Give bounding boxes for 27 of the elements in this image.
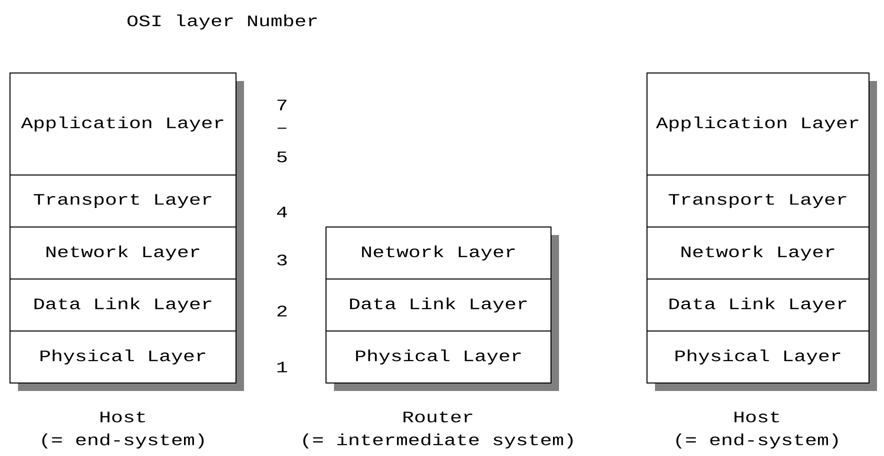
layer-number: 2	[277, 306, 287, 316]
layer-box: Data Link Layer	[326, 278, 552, 332]
stack-caption: (= intermediate system)	[303, 434, 573, 448]
layer-box: Network Layer	[646, 226, 870, 280]
layer-box: Transport Layer	[10, 174, 236, 228]
stack-caption: Host	[734, 412, 779, 422]
layer-number: 5	[277, 152, 287, 162]
layer-box: Data Link Layer	[10, 278, 236, 332]
layer-number: 1	[277, 362, 288, 372]
layer-number: 3	[277, 254, 287, 266]
layer-number: 4	[277, 206, 287, 218]
layer-box: Data Link Layer	[646, 278, 870, 332]
layer-box: Physical Layer	[326, 330, 552, 384]
stack-caption: (= end-system)	[42, 434, 204, 448]
layer-box: Physical Layer	[646, 330, 870, 384]
stack-caption: Host	[100, 412, 145, 422]
layer-box: Application Layer	[10, 72, 236, 176]
layer-box: Physical Layer	[10, 330, 236, 384]
stack-caption: Router	[404, 412, 472, 422]
heading: OSI layer Number	[128, 14, 317, 30]
layer-number: –	[278, 128, 286, 129]
stack-caption: (= end-system)	[676, 434, 838, 448]
layer-box: Transport Layer	[646, 174, 870, 228]
layer-box: Network Layer	[326, 226, 552, 280]
layer-box: Network Layer	[10, 226, 236, 280]
layer-box: Application Layer	[646, 72, 870, 176]
layer-number: 7	[278, 100, 286, 110]
